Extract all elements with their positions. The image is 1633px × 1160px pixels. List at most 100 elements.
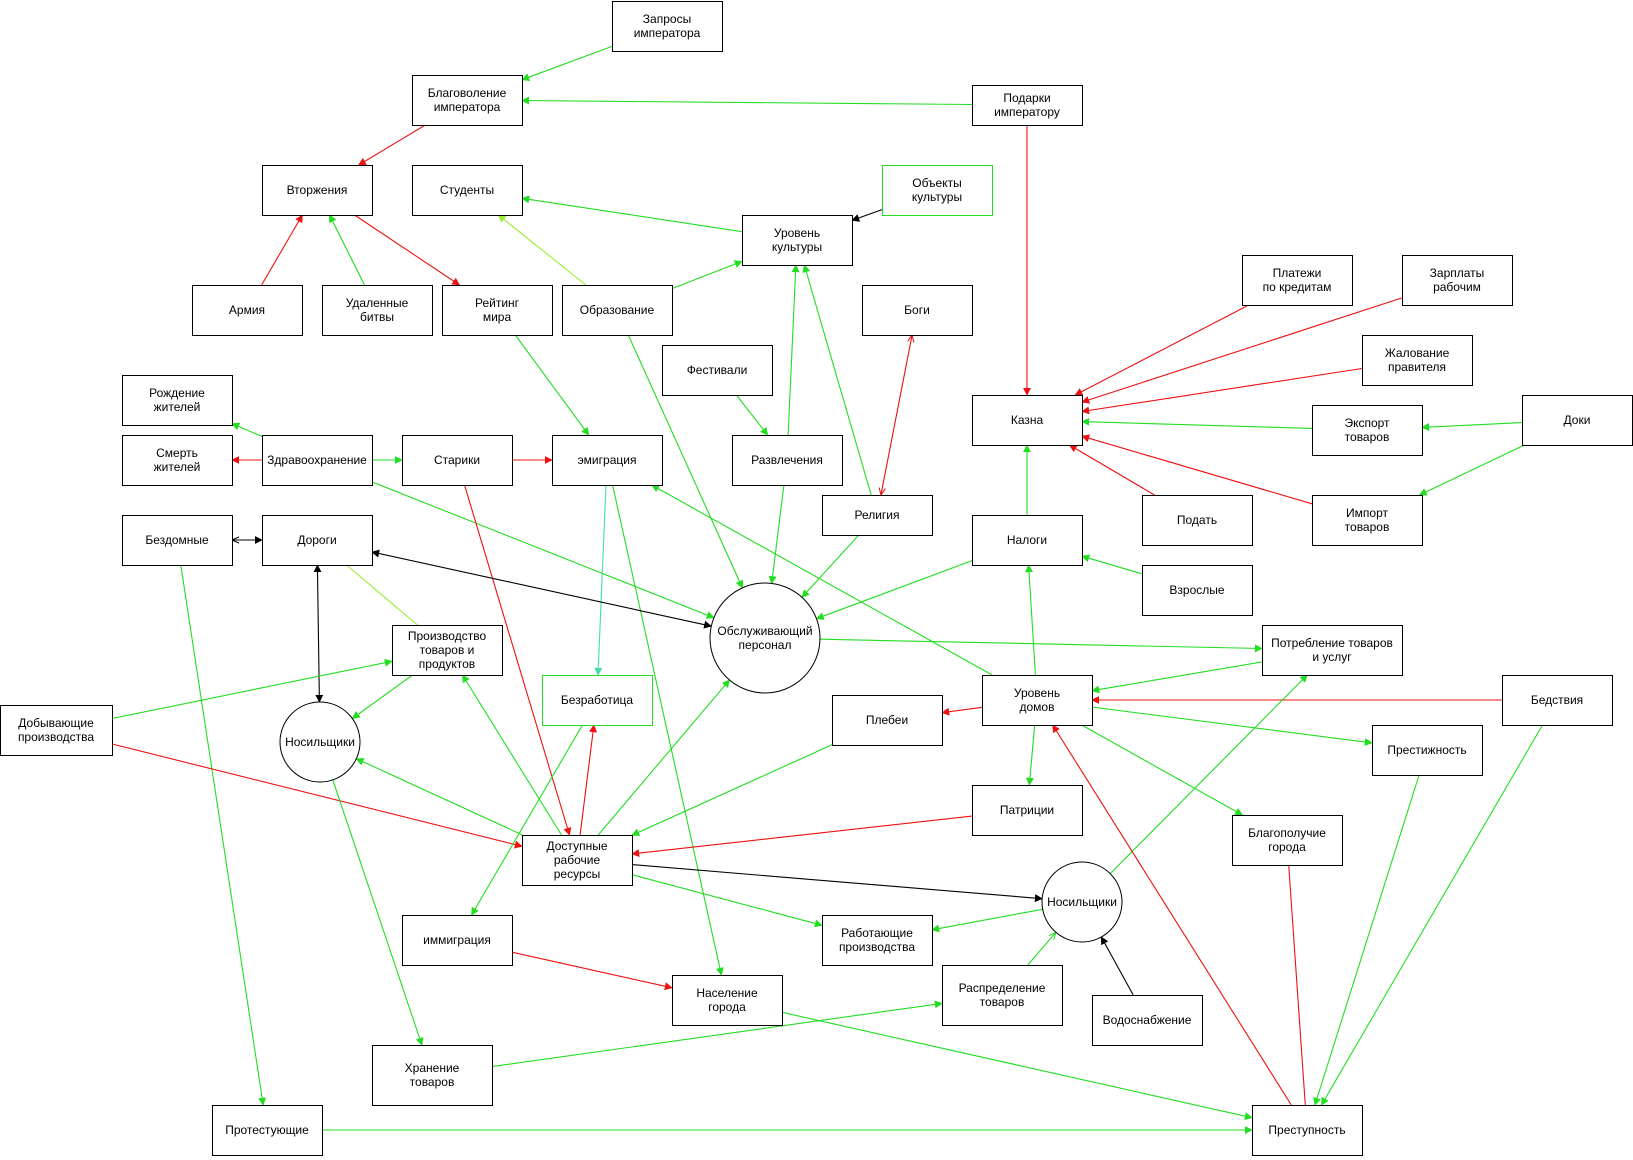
edge-doki-to-import <box>1418 444 1525 496</box>
node-patricii: Патриции <box>972 785 1083 836</box>
edge-dostupnye-to-nosilshchiki1 <box>355 758 523 836</box>
edge-reyting-to-emigraciya <box>514 334 590 436</box>
edge-hranenie-to-raspredelenie <box>491 1000 943 1068</box>
node-festivali-label: Фестивали <box>687 363 748 377</box>
node-nosilshchiki2-shape <box>1041 861 1123 943</box>
edge-dorogi-to-nosilshchiki1 <box>313 564 324 703</box>
node-raspredelenie-label: Распределение <box>959 981 1046 995</box>
node-uroven_domov-label: Уровень <box>1014 686 1060 700</box>
node-zarplaty-label: Зарплаты <box>1430 266 1485 280</box>
node-nalogi-shape <box>972 515 1083 566</box>
edge-dostupnye-to-nosilshchiki2 <box>631 864 1043 903</box>
node-podat-label: Подать <box>1177 513 1217 527</box>
edge-zdravoohr-to-rozhdenie <box>231 422 263 437</box>
node-prestizhnost-label: Престижность <box>1387 743 1466 757</box>
edge-blagovolenie-to-vtorzheniya <box>358 124 426 166</box>
node-zarplaty-shape <box>1402 255 1513 306</box>
node-dorogi-shape <box>262 515 373 566</box>
node-potreblenie-label: Потребление товаров <box>1271 636 1393 650</box>
node-blagovolenie-label: Благоволение <box>428 86 507 100</box>
edge-uroven_domov-to-blagopoluchie <box>1081 724 1244 816</box>
node-reyting-shape <box>442 285 553 336</box>
node-protestuyushchie-shape <box>212 1105 323 1156</box>
node-bogi-label: Боги <box>904 303 930 317</box>
node-udalennye-label: битвы <box>360 310 394 324</box>
edge-raspredelenie-to-nosilshchiki2 <box>1027 932 1056 966</box>
node-emigraciya-label: эмиграция <box>578 453 637 467</box>
node-rabotayushchie-shape <box>822 915 933 966</box>
node-razvlecheniya-label: Развлечения <box>751 453 823 467</box>
edge-obrazovanie-to-studenty <box>497 214 587 286</box>
node-hranenie-label: Хранение <box>405 1061 460 1075</box>
node-studenty-label: Студенты <box>440 183 494 197</box>
node-vtorzheniya-label: Вторжения <box>287 183 348 197</box>
edge-zarplaty-to-kazna <box>1081 297 1403 404</box>
edge-dorogi-to-obsluzh <box>371 549 713 629</box>
node-zdravoohr-shape <box>262 435 373 486</box>
node-eksport-label: Экспорт <box>1344 416 1390 430</box>
node-uroven_domov-label: домов <box>1020 700 1055 714</box>
node-smert-shape <box>122 435 233 486</box>
edge-prestizhnost-to-prestupnost <box>1313 774 1420 1106</box>
node-obsluzh-shape <box>709 582 821 694</box>
edge-emigraciya-to-naselenie <box>612 484 724 976</box>
edge-bezrabotica-to-immigraciya <box>471 724 583 916</box>
edge-obrazovanie-to-obsluzh <box>627 334 744 589</box>
edge-podarki-to-blagovolenie <box>521 96 973 106</box>
node-zhalovanie-label: правителя <box>1388 360 1446 374</box>
node-doki-label: Доки <box>1564 413 1591 427</box>
node-platezhi-shape <box>1242 255 1353 306</box>
node-uroven_domov-shape <box>982 675 1093 726</box>
node-patricii-label: Патриции <box>1000 803 1054 817</box>
edge-uroven_domov-to-nalogi <box>1025 564 1036 676</box>
edge-eksport-to-kazna <box>1081 417 1313 429</box>
node-religiya: Религия <box>822 495 933 536</box>
node-import-shape <box>1312 495 1423 546</box>
edge-nosilshchiki2-to-potreblenie <box>1109 674 1308 874</box>
node-armiya-label: Армия <box>229 303 265 317</box>
node-uroven_kult-shape <box>742 215 853 266</box>
edge-dobyvayushchie-to-dostupnye <box>111 743 523 849</box>
node-blagopoluchie-shape <box>1232 815 1343 866</box>
node-dostupnye-shape <box>522 835 633 886</box>
node-dobyvayushchie-label: Добывающие <box>18 716 94 730</box>
node-nosilshchiki1-label: Носильщики <box>285 735 355 749</box>
node-plebei-shape <box>832 695 943 746</box>
node-obrazovanie-shape <box>562 285 673 336</box>
node-armiya: Армия <box>192 285 303 336</box>
node-zaprosy-label: императора <box>634 26 701 40</box>
node-dobyvayushchie-shape <box>0 705 113 756</box>
node-rozhdenie-label: жителей <box>154 400 201 414</box>
edge-uroven_domov-to-plebei <box>941 706 983 716</box>
edge-bedstviya-to-prestupnost <box>1321 724 1543 1106</box>
node-import-label: товаров <box>1345 520 1390 534</box>
node-festivali-shape <box>662 345 773 396</box>
edge-razvlecheniya-to-obsluzh <box>768 484 785 585</box>
node-prestupnost-shape <box>1252 1105 1363 1156</box>
node-podat-shape <box>1142 495 1253 546</box>
node-hranenie-shape <box>372 1045 493 1106</box>
edge-uroven_domov-to-patricii <box>1025 724 1036 786</box>
edge-platezhi-to-kazna <box>1074 304 1250 396</box>
node-blagovolenie-shape <box>412 75 523 126</box>
node-emigraciya: эмиграция <box>552 435 663 486</box>
node-udalennye-label: Удаленные <box>346 296 409 310</box>
node-obrazovanie-label: Образование <box>580 303 655 317</box>
edge-dostupnye-to-obsluzh <box>597 679 731 836</box>
node-uroven_kult-label: Уровень <box>774 226 820 240</box>
edge-nosilshchiki1-to-hranenie <box>332 779 424 1046</box>
node-zaprosy-shape <box>612 1 723 52</box>
node-reyting-label: Рейтинг <box>475 296 520 310</box>
node-vodosnabzhenie-shape <box>1092 995 1203 1046</box>
